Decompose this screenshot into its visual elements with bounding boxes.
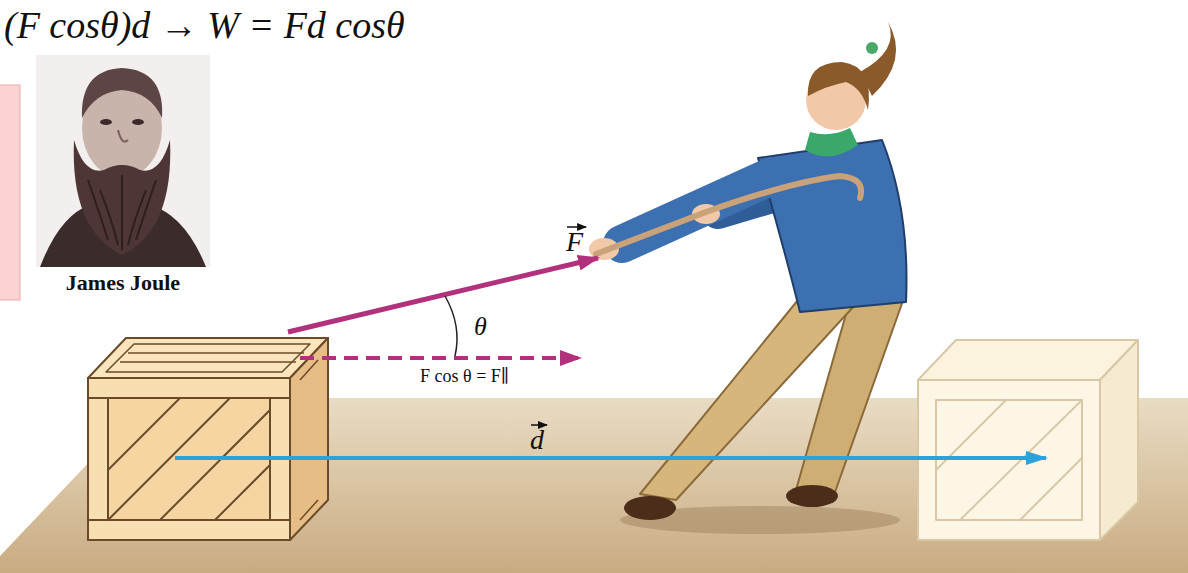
force-vector xyxy=(288,258,598,358)
crate xyxy=(290,338,328,540)
person xyxy=(808,62,869,110)
crate xyxy=(88,378,290,398)
crate xyxy=(88,338,328,378)
side-panel xyxy=(0,85,20,300)
crate xyxy=(128,352,304,354)
force-vector xyxy=(288,258,598,332)
person xyxy=(596,176,861,254)
person xyxy=(624,496,676,520)
portrait xyxy=(132,119,144,125)
portrait xyxy=(118,130,128,142)
crate xyxy=(215,465,270,520)
crate-ghost xyxy=(1020,458,1082,520)
formula: (F cosθ)d → W = Fd cosθ xyxy=(4,4,405,48)
portrait xyxy=(82,68,162,118)
person xyxy=(640,300,855,500)
crate xyxy=(160,410,270,520)
vector-arrow xyxy=(531,227,586,425)
side-panel xyxy=(0,85,20,300)
displacement-vector xyxy=(175,458,1046,459)
portrait xyxy=(36,55,210,267)
crate xyxy=(300,500,318,520)
crate xyxy=(88,520,290,540)
vector-symbol: F xyxy=(566,226,583,258)
portrait xyxy=(74,140,171,255)
force-vector xyxy=(445,296,457,356)
crate xyxy=(88,398,108,520)
portrait xyxy=(100,119,112,125)
vector-symbol: d xyxy=(530,424,544,456)
person xyxy=(805,128,858,156)
crate xyxy=(88,338,328,540)
crate xyxy=(120,361,296,363)
crate xyxy=(300,360,318,380)
component-label: F cos θ = F∥ xyxy=(420,366,509,387)
person xyxy=(786,485,838,507)
person xyxy=(866,42,878,54)
crate xyxy=(106,344,310,372)
portrait-caption: James Joule xyxy=(36,270,210,295)
portrait xyxy=(88,175,156,250)
force-vector xyxy=(300,356,580,360)
displacement-vector xyxy=(175,456,1046,460)
crate-ghost xyxy=(918,340,1138,540)
person xyxy=(860,22,896,96)
portrait xyxy=(36,55,210,267)
crate-ghost xyxy=(1100,340,1138,540)
angle-symbol: θ xyxy=(474,312,487,342)
